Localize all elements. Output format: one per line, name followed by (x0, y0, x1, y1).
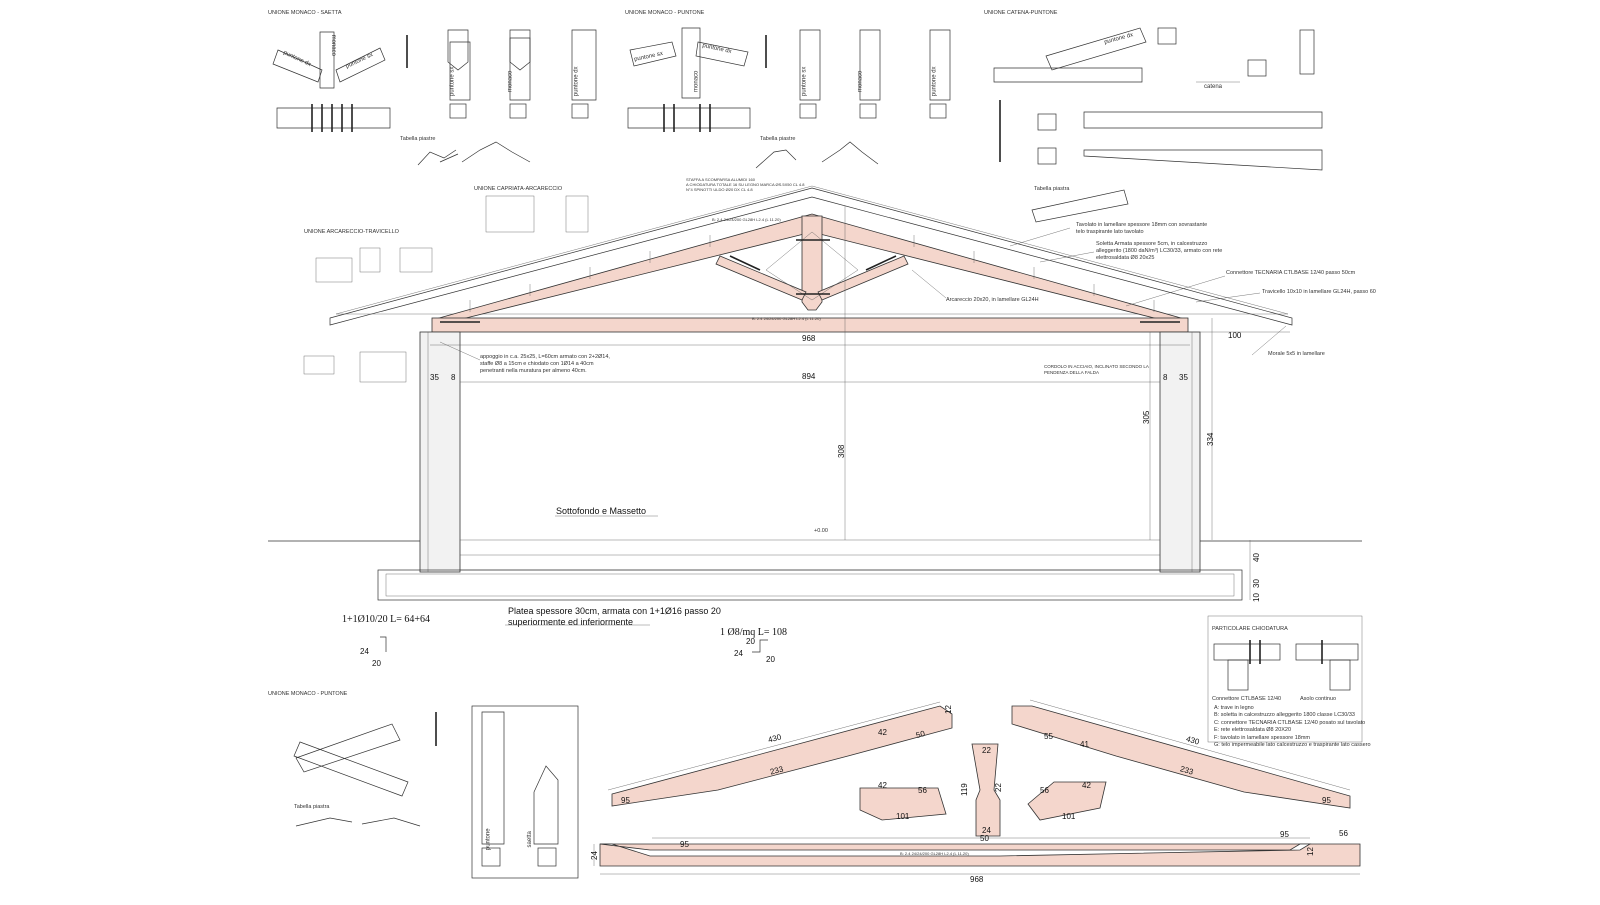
dim-floor-10: 10 (1252, 593, 1261, 602)
annotation-sottofondo: Sottofondo e Massetto (556, 506, 647, 516)
dim-tie-24: 24 (590, 851, 599, 860)
annotation-rebar-1: 1+1Ø10/20 L= 64+64 (342, 614, 431, 625)
dim-50-b: 50 (980, 834, 989, 843)
timber-element-list (593, 699, 1361, 875)
dim-pillar-left: 8 (451, 373, 456, 382)
dim-eave: 100 (1228, 331, 1242, 340)
legend-item-c: C: connettore TECNARIA CTLBASE 12/40 pos… (1214, 719, 1366, 726)
dim-hook-20-b: 20 (766, 655, 775, 664)
dim-56-b: 56 (1040, 786, 1049, 795)
detail-catena-puntone (993, 27, 1323, 223)
dim-pillar-right: 8 (1163, 373, 1168, 382)
dim-tie-95-b: 95 (1280, 830, 1289, 839)
dim-42-a: 42 (878, 728, 887, 737)
detail-monaco-puntone (627, 27, 951, 169)
dim-floor-40: 40 (1252, 553, 1261, 562)
dim-42-c: 42 (878, 781, 887, 790)
annotation-travicello: Travicello 10x10 in lamellare GL24H, pas… (1262, 289, 1376, 295)
legend-item-f: F: tavolato in lamellare spessore 18mm (1214, 734, 1310, 741)
legend-item-g: G: telo impermeabile lato calcestruzzo e… (1214, 742, 1371, 749)
section-title-arcareccio-travicello: UNIONE ARCARECCIO-TRAVICELLO (304, 229, 399, 235)
label-monaco-detail-2: monaco (857, 70, 864, 92)
annotation-tavolato: Tavolato in lamellare spessore 18mm con … (1076, 222, 1208, 235)
annotation-cordolo: CORDOLO IN ACCIAIO, INCLINATO SECONDO LA… (1044, 364, 1149, 375)
label-puntone-bottom: puntone (485, 828, 492, 851)
annotation-staffa: STAFFA A SCOMPARSA ALUMIDI 160 A CHIODAT… (686, 177, 805, 192)
detail-arcareccio-travicello (303, 247, 433, 383)
annotation-rebar-2: 1 Ø8/mq L= 108 (720, 627, 788, 638)
detail-monaco-puntone-bottom (293, 705, 579, 879)
legend-item-b: B: soletta in calcestruzzo alleggerito 1… (1214, 712, 1355, 719)
section-title-monaco-saetta: UNIONE MONACO - SAETTA (268, 10, 342, 16)
annotation-level: +0.00 (814, 528, 828, 534)
dim-hook-20: 20 (372, 659, 381, 668)
label-puntone-sx-detail: puntone sx (449, 66, 456, 96)
label-monaco-detail: monaco (507, 70, 514, 92)
dim-24: 24 (982, 826, 991, 835)
dim-tie-12: 12 (1306, 847, 1315, 856)
member-spec-tie-bottom: B: 2.4 24/24/200 GL28H L2.4 (L 11.20) (900, 851, 969, 856)
annotation-arcareccio: Arcareccio 20x20, in lamellare GL24H (946, 297, 1039, 303)
label-puntone-sx-detail-2: puntone sx (801, 66, 808, 96)
dim-wall-right: 35 (1179, 373, 1188, 382)
annotation-connettore-ctl: Connettore CTLBASE 12/40 (1212, 696, 1282, 702)
legend-item-e: E: rete elettrosaldata Ø8 20X20 (1214, 727, 1292, 734)
label-tabella-piastra-2: Tabella piastra (294, 804, 330, 810)
dim-22-a: 22 (982, 746, 991, 755)
dim-22-b: 22 (994, 783, 1003, 792)
detail-monaco-saetta (272, 29, 597, 166)
main-section (268, 185, 1362, 653)
annotation-platea: Platea spessore 30cm, armata con 1+1Ø16 … (508, 606, 721, 628)
dim-span-inner: 894 (802, 372, 816, 381)
dim-55: 55 (1044, 732, 1053, 741)
dim-tie-95-a: 95 (680, 840, 689, 849)
label-tabella-piastre-1: Tabella piastre (400, 136, 436, 142)
dim-height-outer: 334 (1206, 432, 1215, 446)
annotation-appoggio: appoggio in c.a. 25x25, L=60cm armato co… (480, 354, 610, 374)
label-puntone-dx-detail-2: puntone dx (931, 66, 938, 97)
dim-42-d: 42 (1082, 781, 1091, 790)
legend-item-a: A: trave in legno (1214, 705, 1254, 711)
dim-span-outer: 968 (802, 334, 816, 343)
label-saetta-bottom: saetta (526, 831, 533, 848)
dim-101-b: 101 (1062, 812, 1076, 821)
dim-hook-20-c: 20 (746, 637, 755, 646)
dim-wall-left: 35 (430, 373, 439, 382)
dim-41: 41 (1080, 740, 1089, 749)
annotation-asole: Asolo continuo (1300, 696, 1337, 702)
label-monaco-1: monaco (329, 34, 336, 56)
annotation-soletta: Soletta Armata spessore 5cm, in calcestr… (1096, 241, 1223, 261)
section-title-monaco-puntone-bottom: UNIONE MONACO - PUNTONE (268, 691, 348, 697)
section-title-monaco-puntone: UNIONE MONACO - PUNTONE (625, 10, 705, 16)
dim-tie-56: 56 (1339, 829, 1348, 838)
dim-101-a: 101 (896, 812, 910, 821)
detail-capriata-arcareccio (485, 195, 589, 233)
section-title-catena-puntone: UNIONE CATENA-PUNTONE (984, 10, 1058, 16)
dim-95-right: 95 (1322, 796, 1331, 805)
member-spec-kingpost: B: 2.4 24/24/200 GL28H L2.4 (L 11.20) (712, 217, 781, 222)
dim-tie-length: 968 (970, 875, 984, 884)
dim-floor-30: 30 (1252, 579, 1261, 588)
label-tabella-piastre-2: Tabella piastre (760, 136, 796, 142)
dim-hook-24: 24 (360, 647, 369, 656)
label-tabella-piastra-1: Tabella piastra (1034, 186, 1070, 192)
dim-95-left: 95 (621, 796, 630, 805)
label-monaco-2: monaco (693, 70, 700, 92)
legend-chiodatura: A: trave in legno B: soletta in calcestr… (1214, 705, 1371, 750)
label-catena: catena (1204, 84, 1223, 90)
dim-height-inner: 305 (1142, 410, 1151, 424)
dim-56-a: 56 (918, 786, 927, 795)
annotation-morale: Morale 5x5 in lamellare (1268, 351, 1325, 357)
detail-chiodatura (1207, 615, 1363, 743)
label-puntone-dx-detail: puntone dx (573, 66, 580, 97)
dim-12: 12 (944, 705, 953, 714)
section-title-capriata-arcareccio: UNIONE CAPRIATA-ARCARECCIO (474, 186, 563, 192)
annotation-connettore: Connettore TECNARIA CTLBASE 12/40 passo … (1226, 270, 1356, 276)
dim-hook-24-b: 24 (734, 649, 743, 658)
section-title-chiodatura: PARTICOLARE CHIODATURA (1212, 626, 1288, 632)
member-spec-tie: B: 2.4 24/24/200 GL28H L2.4 (L 11.20) (752, 316, 821, 321)
dim-119: 119 (960, 783, 969, 796)
dim-height-center: 308 (837, 444, 846, 458)
